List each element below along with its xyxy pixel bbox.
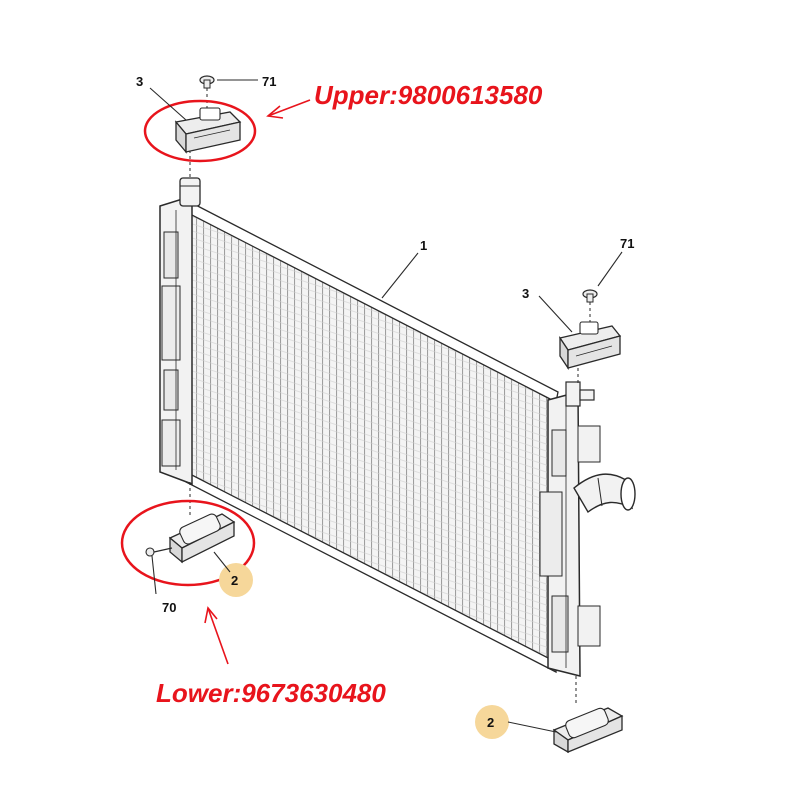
lower-mount-highlight-circle (120, 499, 256, 587)
callout-lower-mount-right: 2 (487, 715, 494, 730)
upper-arrow (266, 99, 311, 119)
callout-radiator: 1 (420, 238, 427, 253)
upper-mount-right (558, 321, 622, 386)
callout-lower-mount-left: 2 (231, 573, 238, 588)
screw-lower (145, 547, 173, 557)
left-tank (159, 194, 193, 486)
leader-lines (149, 79, 623, 733)
outlet-pipe (573, 473, 636, 514)
top-right-neck (565, 381, 595, 407)
callout-clip-upper-left: 71 (262, 74, 276, 89)
callout-clip-upper-right: 71 (620, 236, 634, 251)
radiator (159, 194, 636, 677)
clip-upper-right (582, 289, 598, 322)
callout-upper-mount-right: 3 (522, 286, 529, 301)
lower-mount-left (168, 482, 236, 564)
lower-arrow (204, 606, 229, 665)
callout-screw-lower: 70 (162, 600, 176, 615)
lower-part-number: Lower:9673630480 (156, 678, 386, 708)
upper-mount-highlight-circle (143, 99, 257, 163)
callout-upper-mount-left: 3 (136, 74, 143, 89)
clip-upper-left (199, 75, 215, 108)
badge-lower-right (475, 705, 509, 739)
lower-mount-right (552, 676, 624, 754)
upper-mount-left (174, 107, 242, 154)
badge-lower-left (219, 563, 253, 597)
right-tank (539, 391, 601, 677)
upper-part-number: Upper:9800613580 (314, 80, 543, 110)
radiator-core (189, 206, 553, 670)
upper-left-pin (179, 150, 201, 207)
